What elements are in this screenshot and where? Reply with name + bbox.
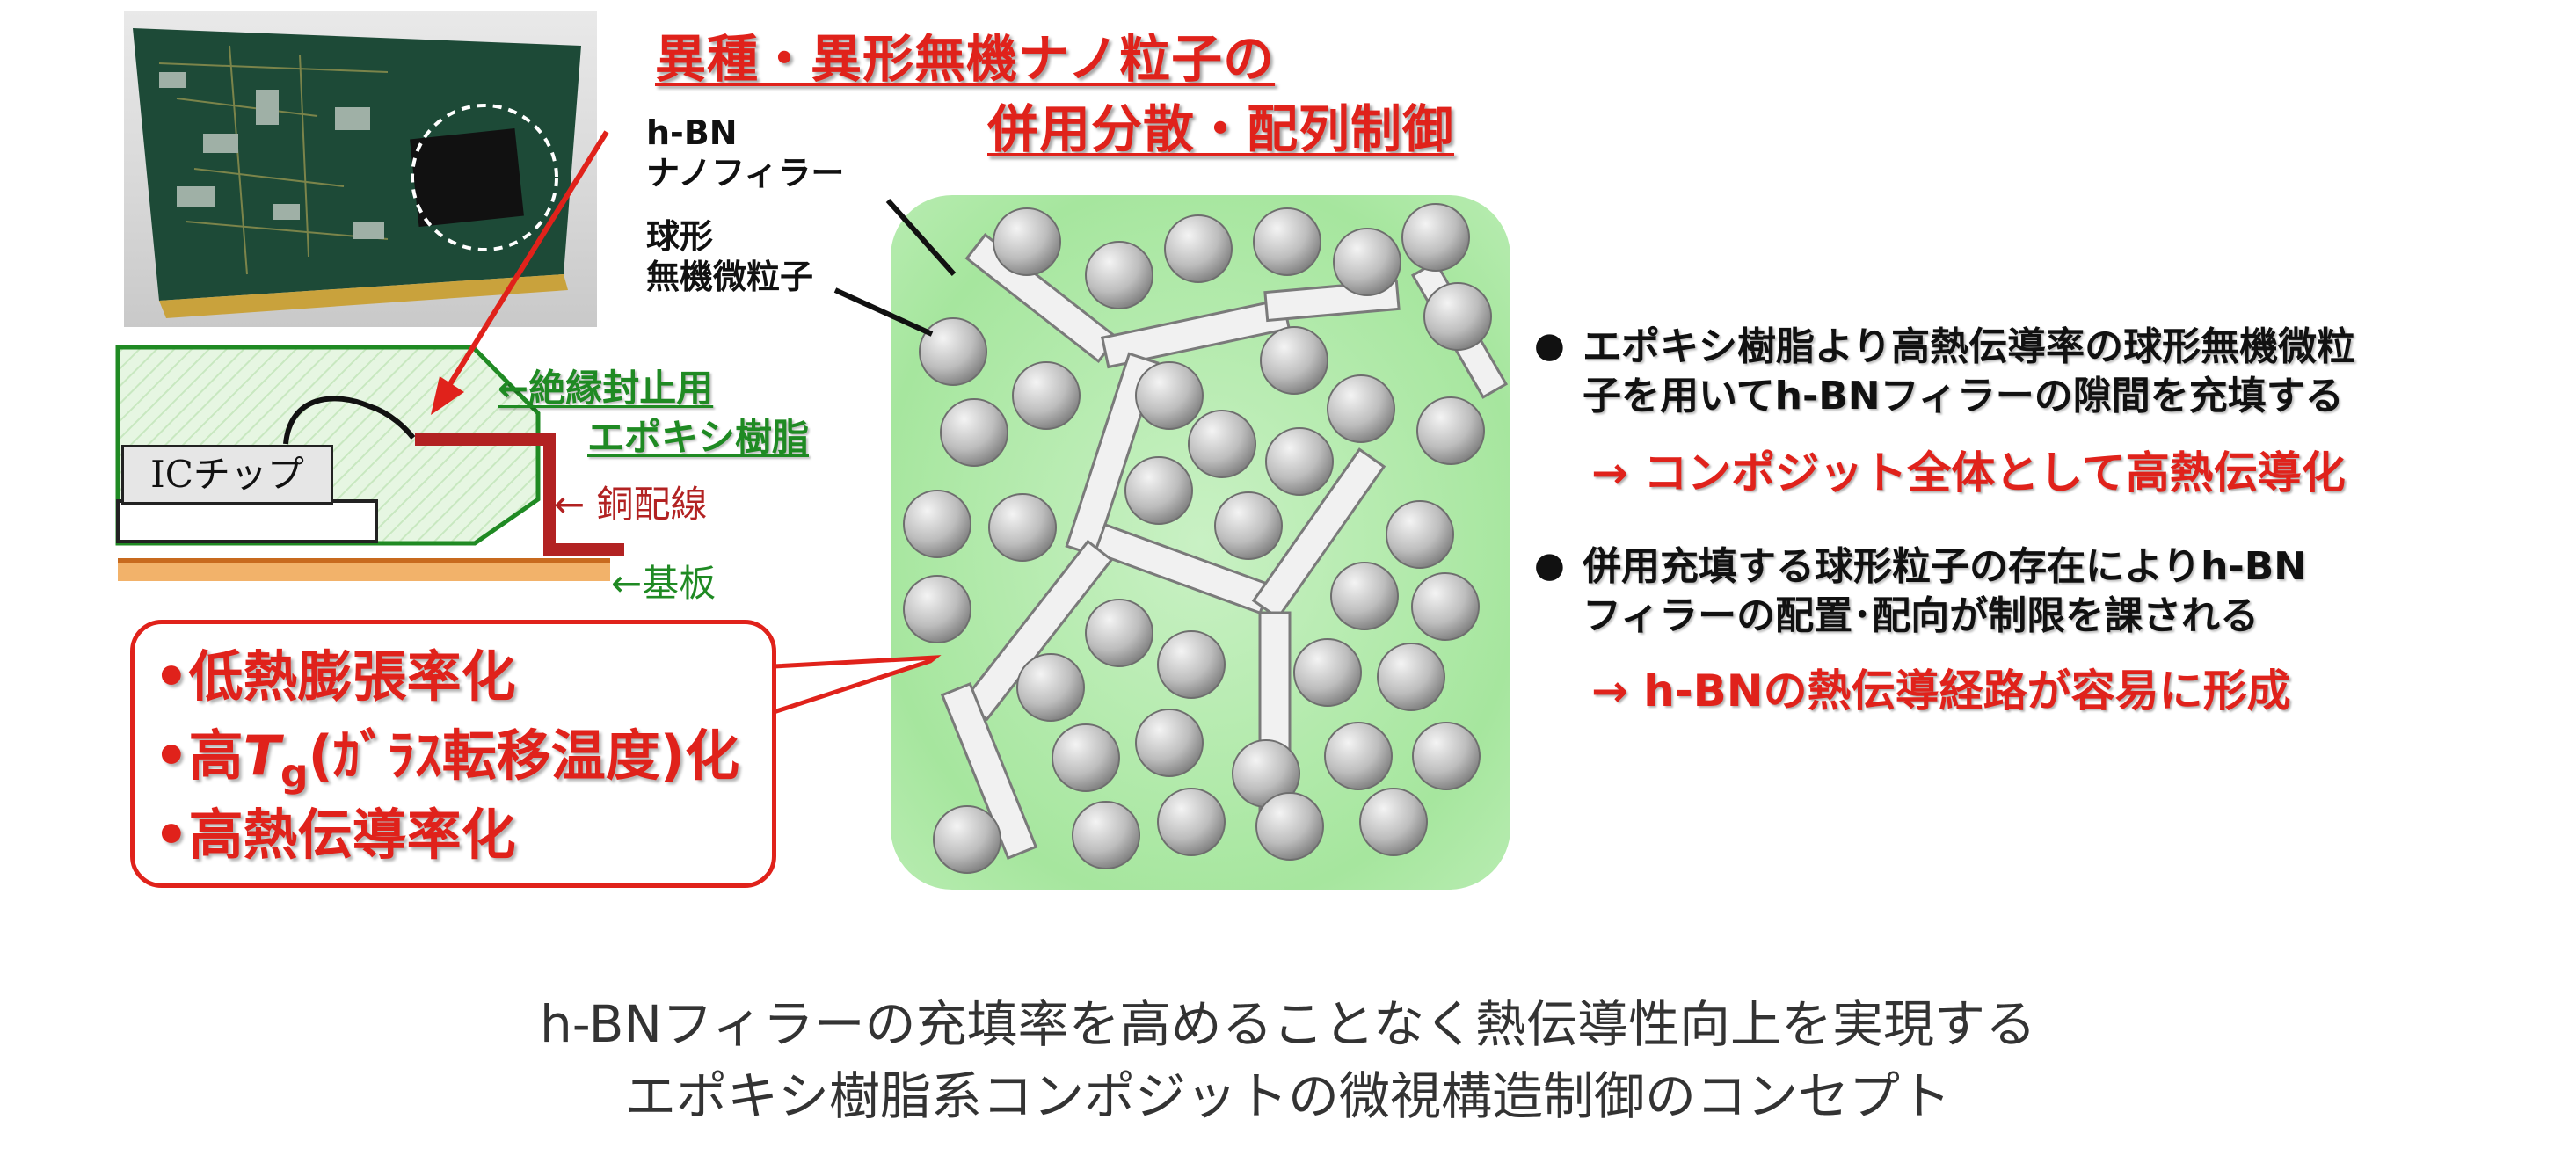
callout-item-1: •低熱膨張率化 [154,644,516,709]
title-line-2: 併用分散・配列制御 [987,99,1455,159]
hbn-label-line-2: ナノフィラー [646,154,845,193]
circuit-board-photo [124,11,597,327]
title-pointer-arrowhead [431,376,464,415]
sphere-label-line-1: 球形 [646,217,714,256]
sphere-leader-line [833,287,934,337]
callout-item-2-suffix: (ｶﾞﾗｽ転移温度)化 [308,723,740,788]
bullet-2-line-1: 併用充填する球形粒子の存在によりh-BN [1583,544,2307,589]
copper-wiring [415,433,624,556]
hbn-platelet [940,681,1038,861]
ic-chip-label: ICチップ [121,445,333,505]
copper-wiring-label: ← 銅配線 [554,483,708,526]
caption-line-1: h-BNフィラーの充填率を高めることなく熱伝導性向上を実現する [540,994,2036,1054]
properties-callout: •低熱膨張率化 •高Tg(ｶﾞﾗｽ転移温度)化 •高熱伝導率化 [130,620,776,888]
title-line-1: 異種・異形無機ナノ粒子の [655,29,1276,89]
insulating-epoxy-label-1: ←絶縁封止用 [498,367,714,410]
callout-item-2-prefix: •高 [154,723,244,788]
bullet-1-line-1: エポキシ樹脂より高熱伝導率の球形無機微粒 [1583,324,2356,369]
bullet-2-dot: ● [1534,545,1565,585]
insulating-epoxy-label-2: エポキシ樹脂 [587,416,810,459]
hbn-label: h-BN ナノフィラー [646,113,844,193]
bullet-1-line-2: 子を用いてh-BNフィラーの隙間を充填する [1583,374,2344,418]
hbn-platelet [1251,447,1386,620]
callout-item-2-subscript: g [280,751,309,796]
hbn-label-line-1: h-BN [646,113,738,152]
callout-item-3: •高熱伝導率化 [154,803,516,867]
chip-base [116,499,378,543]
bond-wire [283,396,416,445]
caption-line-2: エポキシ樹脂系コンポジットの微視構造制御のコンセプト [624,1066,1951,1126]
bullet-2-line-2: フィラーの配置･配向が制限を課される [1583,593,2259,638]
circuit-board-image [133,28,581,318]
sphere-label: 球形 無機微粒子 [646,216,813,297]
bullet-1-dot: ● [1534,325,1565,366]
title-pointer-arrow [446,130,609,389]
callout-item-2: •高Tg(ｶﾞﾗｽ転移温度)化 [154,721,739,809]
sphere-label-line-2: 無機微粒子 [646,258,814,296]
callout-item-2-symbol: T [243,723,280,788]
hbn-leader-line [885,199,957,276]
bullet-2-result: → h-BNの熱伝導経路が容易に形成 [1591,665,2291,716]
substrate-edge [118,558,610,563]
bullet-1-result: → コンポジット全体として高熱伝導化 [1591,447,2346,498]
substrate-label: ←基板 [611,562,717,605]
spherical-particles [903,203,1492,874]
